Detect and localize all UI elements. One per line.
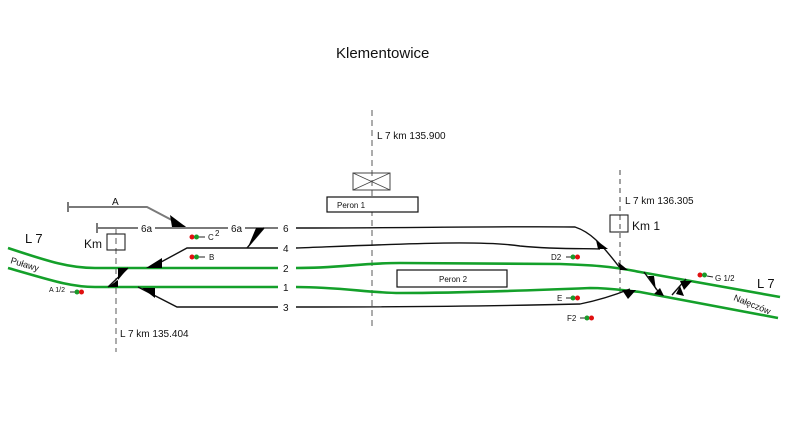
switch-frog <box>648 276 656 290</box>
switch-frog <box>146 258 162 268</box>
signal-red-light-icon <box>575 254 580 260</box>
signal-red-light-icon <box>189 234 195 240</box>
track-a-label: A <box>112 197 119 208</box>
track-2 <box>7 246 781 299</box>
signal-green-light-icon <box>74 289 80 295</box>
signal-c2-label: C <box>208 233 214 242</box>
signal-g12: G 1/2 <box>697 272 735 283</box>
km-post-right-icon <box>609 214 629 233</box>
signal-d2-label: D2 <box>551 253 562 262</box>
signal-b: B <box>189 253 214 262</box>
track-6a-label-right: 6a <box>231 224 243 235</box>
station-title: Klementowice <box>336 45 429 62</box>
signal-red-light-icon <box>697 272 703 278</box>
signal-g12-label: G 1/2 <box>715 274 735 283</box>
switch-frog <box>618 262 628 270</box>
signal-green-light-icon <box>194 234 199 240</box>
switch-frog <box>248 228 264 247</box>
km-post-right-label: Km 1 <box>632 219 660 233</box>
signal-red-light-icon <box>589 315 594 321</box>
track-a <box>67 202 186 228</box>
switch-frog <box>680 281 692 290</box>
signal-f2-label: F2 <box>567 314 577 323</box>
line-label-right: L 7 <box>757 276 775 291</box>
switch-frog <box>596 240 608 249</box>
track-6a-label-left: 6a <box>141 224 153 235</box>
signal-e-label: E <box>557 294 562 303</box>
km-label-center: L 7 km 135.900 <box>377 131 446 142</box>
track-2-label: 2 <box>283 264 289 275</box>
switch-frog <box>622 290 636 299</box>
platform-2: Peron 2 <box>396 269 508 288</box>
platform-1: Peron 1 <box>326 196 419 213</box>
km-post-left-label: Km <box>84 237 102 251</box>
signal-green-light-icon <box>570 254 576 260</box>
signal-green-light-icon <box>570 295 576 301</box>
switch-frog <box>676 286 684 296</box>
track-1-label: 1 <box>283 283 289 294</box>
switch-frog <box>654 288 664 296</box>
signal-d2: D2 <box>551 253 580 262</box>
track-3-label: 3 <box>283 303 289 314</box>
track-4-label: 4 <box>283 244 289 255</box>
signal-e: E <box>557 294 580 303</box>
km-label-right: L 7 km 136.305 <box>625 196 694 207</box>
signal-f2: F2 <box>567 314 594 323</box>
signal-red-light-icon <box>79 289 84 295</box>
signal-green-light-icon <box>702 272 707 278</box>
signal-a12: A 1/2 <box>49 287 84 295</box>
switch-frog <box>118 268 128 280</box>
platform-2-label: Peron 2 <box>439 275 468 284</box>
signal-b-label: B <box>209 253 214 262</box>
switch-frog <box>108 280 118 287</box>
switch-frog <box>142 288 155 298</box>
signal-red-light-icon <box>189 254 195 260</box>
platform-1-label: Peron 1 <box>337 201 366 210</box>
signal-green-light-icon <box>584 315 590 321</box>
track-6 <box>295 226 621 269</box>
signal-a12-label: A 1/2 <box>49 287 65 294</box>
signal-c2-sup: 2 <box>215 229 220 238</box>
signal-c2: C 2 <box>189 229 220 242</box>
switch-frog <box>170 215 186 227</box>
signal-green-light-icon <box>194 254 199 260</box>
line-label-left: L 7 <box>25 231 43 246</box>
signal-red-light-icon <box>575 295 580 301</box>
track-6-label: 6 <box>283 224 289 235</box>
station-building-icon <box>352 172 391 191</box>
track-6a <box>96 223 278 233</box>
km-post-left-icon <box>106 233 126 251</box>
track-1 <box>7 266 779 320</box>
km-label-left: L 7 km 135.404 <box>120 329 189 340</box>
